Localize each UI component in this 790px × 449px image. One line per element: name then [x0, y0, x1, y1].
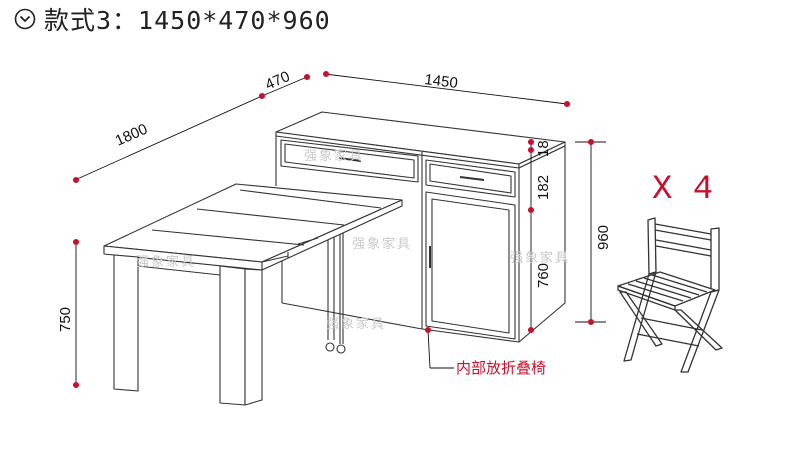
watermark: 强象家具	[510, 250, 570, 266]
dimension-ticks	[72, 70, 595, 389]
dim-total-length: 1800	[113, 121, 150, 150]
dim-table-height: 750	[57, 307, 74, 332]
chair-count-label: X 4	[652, 171, 713, 209]
page-title: 款式3：1450*470*960	[44, 6, 331, 35]
dim-total-height: 960	[595, 225, 612, 250]
dimension-lines	[74, 73, 606, 385]
folding-chair	[617, 217, 723, 373]
watermark: 强象家具	[326, 316, 386, 332]
cabinet-door	[425, 191, 516, 340]
dim-door-height: 760	[535, 263, 552, 288]
right-drawer	[425, 159, 516, 198]
cabinet	[275, 111, 566, 354]
dim-top-edge: 18	[535, 140, 552, 157]
watermark: 强象家具	[352, 236, 412, 252]
chevron-down-circle-icon	[14, 8, 36, 30]
upper-drawer	[280, 139, 419, 183]
folding-chair-note: 内部放折叠椅	[456, 359, 546, 377]
extension-table	[103, 183, 403, 406]
watermark: 强象家具	[136, 254, 196, 270]
dim-drawer-height: 182	[535, 175, 552, 200]
watermark: 强象家具	[304, 148, 364, 164]
title-row: 款式3：1450*470*960	[14, 4, 331, 35]
dim-depth: 470	[263, 68, 293, 94]
dim-cabinet-width: 1450	[424, 71, 459, 92]
